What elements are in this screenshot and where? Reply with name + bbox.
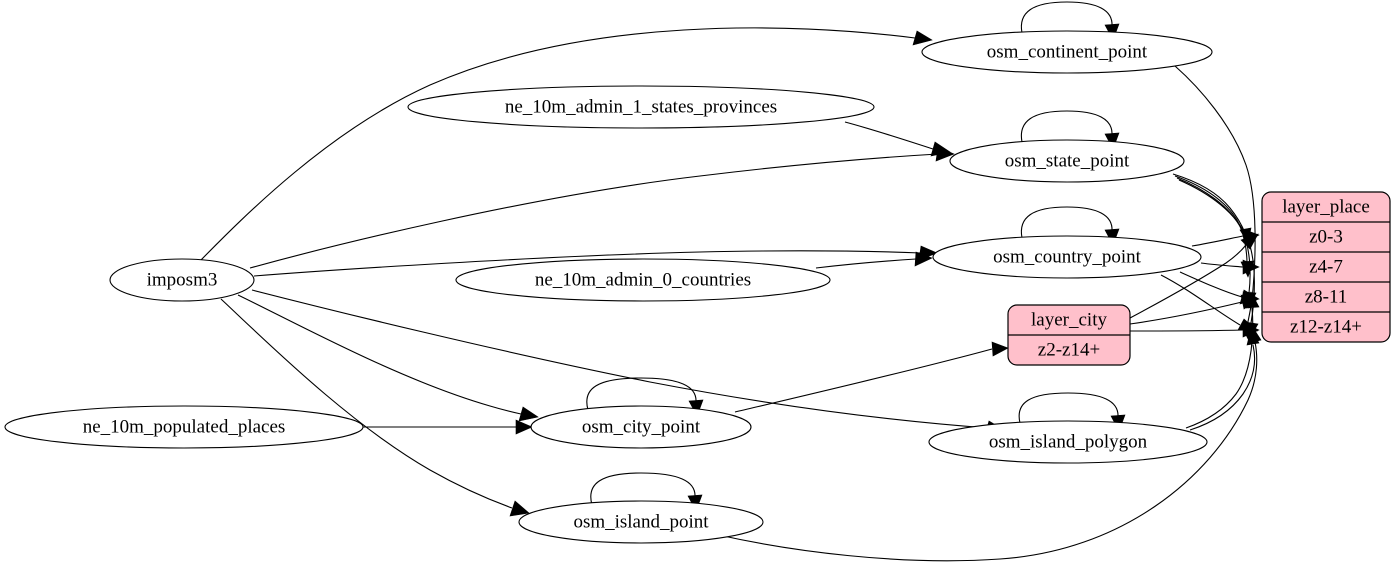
node-ne-populated-shape[interactable] xyxy=(4,405,364,449)
edge-osm-island-point-to-layer-place-z12 xyxy=(718,341,1258,562)
node-ne-10m-admin-1-states-provinces[interactable]: ne_10m_admin_1_states_provinces xyxy=(407,85,875,129)
edge-osm-state-point-to-layer-place-z4 xyxy=(1174,175,1248,265)
edge-imposm3-to-osm-state-point xyxy=(249,153,939,269)
edge-osm-continent-point-to-layer-place-z12 xyxy=(1174,65,1256,328)
edge-ne-countries-to-osm-country-point xyxy=(815,258,917,269)
arrowhead-nestates-state xyxy=(930,141,951,157)
node-osm-continent-point[interactable]: osm_continent_point xyxy=(921,30,1213,74)
layer-place-row-z12-z14plus[interactable]: z12-z14+ xyxy=(1290,316,1362,337)
node-osm-country-point[interactable]: osm_country_point xyxy=(932,235,1202,279)
node-ne-10m-populated-places[interactable]: ne_10m_populated_places xyxy=(4,405,364,449)
node-osm-island-polygon-label: osm_island_polygon xyxy=(989,431,1148,452)
node-osm-island-polygon-shape[interactable] xyxy=(928,420,1208,464)
layer-place-title: layer_place xyxy=(1282,196,1370,217)
node-layer-place-box[interactable] xyxy=(1261,191,1391,343)
node-osm-country-point-label: osm_country_point xyxy=(993,246,1141,267)
node-layer: imposm3 ne_10m_admin_1_states_provinces … xyxy=(4,30,1213,544)
node-osm-state-point[interactable]: osm_state_point xyxy=(949,139,1185,183)
edge-osm-city-point-to-layer-city-z2 xyxy=(734,348,993,413)
node-ne-countries-label: ne_10m_admin_0_countries xyxy=(535,269,751,290)
edge-self-loop-osm-country-point xyxy=(1020,206,1113,239)
layer-city-title: layer_city xyxy=(1031,309,1107,330)
arrowhead-layercity-z0 xyxy=(1240,233,1259,250)
node-osm-island-point-label: osm_island_point xyxy=(573,511,709,532)
arrowhead-islandpoint-z12 xyxy=(1248,325,1262,344)
edge-layer-city-to-layer-place-z0 xyxy=(1129,244,1247,319)
arrowhead-imposm3-city xyxy=(518,406,539,422)
edge-osm-island-polygon-to-layer-place-z12 xyxy=(1189,344,1256,431)
node-ne-populated-label: ne_10m_populated_places xyxy=(83,416,286,437)
edge-osm-state-point-to-layer-place-z0 xyxy=(1172,173,1246,234)
edge-osm-country-point-to-layer-place-z12 xyxy=(1160,274,1241,326)
node-osm-island-point[interactable]: osm_island_point xyxy=(518,500,764,544)
edge-imposm3-to-osm-country-point xyxy=(253,250,922,277)
node-osm-state-point-shape[interactable] xyxy=(949,139,1185,183)
edge-imposm3-to-osm-continent-point xyxy=(199,27,916,262)
node-imposm3-shape[interactable] xyxy=(109,258,255,302)
arrowhead-nepopulated-city xyxy=(515,419,533,435)
node-osm-country-point-shape[interactable] xyxy=(932,235,1202,279)
node-imposm3[interactable]: imposm3 xyxy=(109,258,255,302)
edge-osm-country-point-to-layer-place-z8 xyxy=(1179,271,1243,298)
node-osm-city-point-shape[interactable] xyxy=(530,405,752,449)
arrowhead-islandpoly-z8 xyxy=(1245,291,1260,309)
edge-imposm3-to-osm-city-point xyxy=(237,294,522,415)
edge-ne-states-to-osm-state-point xyxy=(844,121,934,150)
node-osm-continent-point-shape[interactable] xyxy=(921,30,1213,74)
node-ne-states-shape[interactable] xyxy=(407,85,875,129)
edge-osm-country-point-to-layer-place-z0 xyxy=(1191,235,1244,247)
edge-self-loop-osm-state-point xyxy=(1020,110,1113,143)
node-layer-place[interactable]: layer_place z0-3 z4-7 z8-11 z12-z14+ xyxy=(1261,191,1391,343)
edge-layer xyxy=(199,1,1262,562)
layer-place-row-z8-11[interactable]: z8-11 xyxy=(1305,286,1348,307)
node-ne-countries-shape[interactable] xyxy=(455,258,831,302)
layer-place-row-z0-3[interactable]: z0-3 xyxy=(1309,226,1343,247)
layer-place-row-z4-7[interactable]: z4-7 xyxy=(1309,256,1343,277)
node-ne-states-label: ne_10m_admin_1_states_provinces xyxy=(505,96,777,117)
edge-imposm3-to-osm-island-point xyxy=(220,298,513,509)
arrowhead-necountries-country xyxy=(914,251,933,267)
arrowhead-imposm3-islandpoint xyxy=(509,500,530,517)
node-imposm3-label: imposm3 xyxy=(147,269,218,290)
arrowhead-imposm3-continent xyxy=(912,30,933,46)
edge-self-loop-osm-city-point xyxy=(586,377,697,411)
edge-layer-city-to-layer-place-z8 xyxy=(1129,301,1243,325)
node-osm-continent-point-label: osm_continent_point xyxy=(987,41,1148,62)
node-osm-city-point[interactable]: osm_city_point xyxy=(530,405,752,449)
node-osm-city-point-label: osm_city_point xyxy=(582,416,701,437)
edge-self-loop-osm-island-polygon xyxy=(1018,392,1119,424)
edge-self-loop-osm-continent-point xyxy=(1020,1,1113,34)
node-ne-10m-admin-0-countries[interactable]: ne_10m_admin_0_countries xyxy=(455,258,831,302)
node-osm-island-polygon[interactable]: osm_island_polygon xyxy=(928,420,1208,464)
node-osm-state-point-label: osm_state_point xyxy=(1005,150,1130,171)
edge-layer-city-to-layer-place-z12 xyxy=(1129,329,1244,332)
edge-osm-state-point-to-layer-place-z8 xyxy=(1176,177,1251,294)
record-node-layer: layer_place z0-3 z4-7 z8-11 z12-z14+ lay… xyxy=(1007,191,1391,366)
edge-self-loop-osm-island-point xyxy=(590,472,696,506)
layer-city-row-z2-z14plus[interactable]: z2-z14+ xyxy=(1038,339,1100,360)
node-layer-city[interactable]: layer_city z2-z14+ xyxy=(1007,304,1131,366)
arrowhead-city-layercity xyxy=(991,341,1009,357)
edge-imposm3-to-osm-island-polygon xyxy=(251,289,989,429)
node-osm-island-point-shape[interactable] xyxy=(518,500,764,544)
arrowhead-country-z4 xyxy=(1242,259,1260,275)
